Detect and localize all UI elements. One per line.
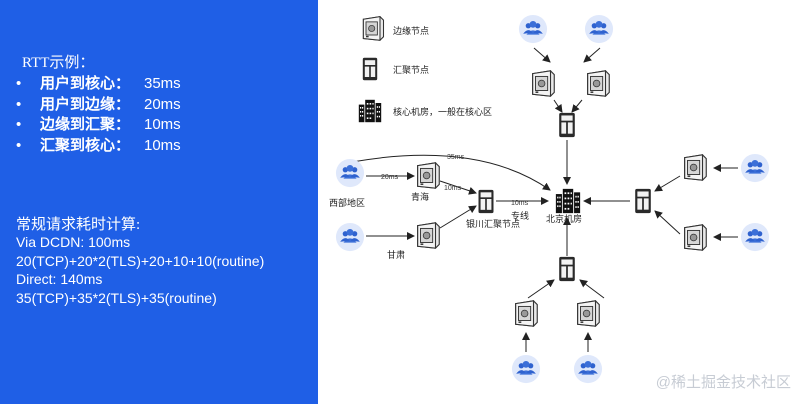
edge-node-icon-gansu [417, 222, 440, 249]
calc-line: Direct: 140ms [16, 271, 103, 287]
link-north-edge-1 [553, 99, 563, 113]
calc-title: 常规请求耗时计算: [16, 217, 141, 233]
link-north-user-2 [583, 47, 601, 63]
rtt-list: •用户到核心：35ms •用户到边缘：20ms •边缘到汇聚：10ms •汇聚到… [16, 74, 181, 156]
label-35ms: 35ms [447, 154, 465, 161]
link-south-edge-2 [579, 279, 605, 299]
user-icon-south-1 [511, 354, 541, 384]
rtt-item: •用户到边缘：20ms [16, 95, 181, 113]
user-icon-west [335, 158, 365, 188]
agg-node-icon-yinchuan [478, 189, 494, 214]
link-north-edge-2 [571, 99, 583, 113]
diagram-canvas: 边缘节点 汇聚节点 核心机房，一般在核心区 [329, 14, 770, 384]
user-icon-north-2 [584, 14, 614, 44]
label-10ms-agg: 10ms [444, 185, 462, 192]
calc-line: 35(TCP)+35*2(TLS)+35(routine) [16, 289, 217, 306]
legend-core-icon [358, 99, 382, 123]
label-10ms-core: 10ms [511, 200, 529, 207]
edge-node-icon-qinghai [417, 162, 440, 189]
label-20ms: 20ms [381, 174, 399, 181]
agg-node-icon-east [635, 188, 651, 214]
agg-node-icon-north [559, 112, 575, 138]
link-qinghai-yinchuan [439, 180, 477, 195]
user-icon-east-2 [740, 222, 770, 252]
core-datacenter-icon [555, 188, 581, 214]
link-east-edge-1 [654, 175, 681, 192]
label-beijing: 北京机房 [546, 213, 582, 224]
edge-node-icon-east-1 [684, 154, 707, 181]
label-qinghai: 青海 [411, 191, 429, 202]
label-dedicated-line: 专线 [511, 210, 529, 221]
rtt-item: •边缘到汇聚：10ms [16, 116, 181, 133]
edge-node-icon-east-2 [684, 224, 707, 251]
rtt-item: •用户到核心：35ms [16, 75, 181, 92]
agg-node-icon-south [559, 256, 575, 282]
edge-node-icon-south-1 [515, 300, 538, 327]
rtt-item: •汇聚到核心：10ms [16, 136, 181, 154]
label-west-region: 西部地区 [329, 197, 365, 208]
edge-node-icon-south-2 [577, 300, 600, 327]
user-icon-north-1 [518, 14, 548, 44]
link-south-edge-1 [527, 279, 555, 299]
user-icon-gansu [335, 222, 365, 252]
calc-line: Via DCDN: 100ms [16, 234, 131, 250]
calc-line: 20(TCP)+20*2(TLS)+20+10+10(routine) [16, 252, 265, 269]
user-icon-east-1 [740, 153, 770, 183]
rtt-panel: RTT示例： •用户到核心：35ms •用户到边缘：20ms •边缘到汇聚：10… [0, 0, 318, 404]
legend-agg-icon [362, 57, 378, 81]
network-diagram: 边缘节点 汇聚节点 核心机房，一般在核心区 [318, 0, 801, 404]
watermark: @稀土掘金技术社区 [655, 374, 791, 391]
edge-node-icon-north-1 [532, 70, 555, 97]
link-gansu-yinchuan [439, 205, 477, 229]
legend-core-label: 核心机房，一般在核心区 [393, 106, 492, 117]
user-icon-south-2 [573, 354, 603, 384]
link-east-edge-2 [654, 210, 681, 235]
label-yinchuan: 银川汇聚节点 [466, 218, 520, 229]
edge-node-icon-north-2 [587, 70, 610, 97]
calc-lines: Via DCDN: 100ms 20(TCP)+20*2(TLS)+20+10+… [16, 233, 264, 307]
legend-agg-label: 汇聚节点 [393, 65, 429, 75]
label-gansu: 甘肃 [387, 249, 405, 260]
link-west-core-35ms [351, 154, 551, 191]
link-north-user-1 [533, 47, 551, 63]
rtt-title: RTT示例： [22, 55, 95, 71]
legend-edge-label: 边缘节点 [393, 25, 429, 36]
legend-edge-icon [362, 16, 385, 41]
